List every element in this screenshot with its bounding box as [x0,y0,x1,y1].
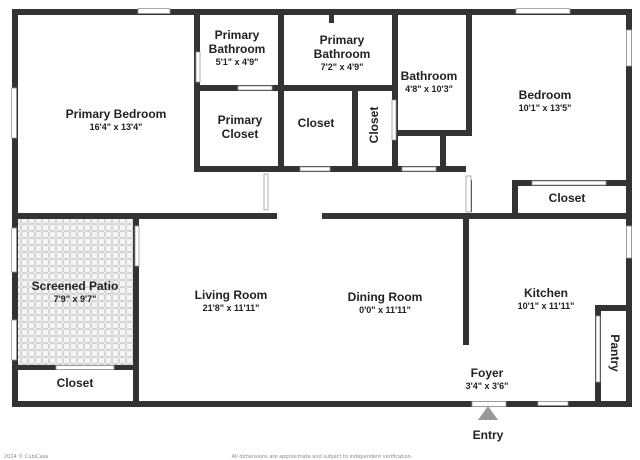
door-patio [134,225,140,267]
primary-closet-label: Primary [218,113,263,127]
screened-patio-dim: 7'9" x 9'7" [54,294,97,304]
door-patio-closet [55,365,115,370]
window-right-1 [626,29,632,67]
kitchen-label: Kitchen [524,286,568,300]
foyer-dim: 3'4" x 3'6" [466,381,509,391]
footer-disclaimer: All dimensions are approximate and subje… [232,454,413,460]
window-patio-1 [11,227,17,273]
window-bottom-kitchen [537,401,569,406]
door-primary-closet [237,85,273,91]
window-top-left [137,8,171,14]
window-patio-2 [11,319,17,361]
door-bedroom [465,175,472,213]
bedroom-label: Bedroom [519,88,572,102]
door-closet-center [299,166,331,172]
dining-room-label: Dining Room [348,290,423,304]
door-primary-bath [195,51,201,83]
patio-closet-label: Closet [57,376,94,390]
living-room-label: Living Room [195,288,268,302]
primary-bathroom-1-label-2: Bathroom [209,42,266,56]
entry-label: Entry [473,428,504,442]
window-right-2 [626,225,632,259]
window-left-bedroom [11,87,17,139]
entry-arrow-icon [478,406,498,420]
screened-patio-label: Screened Patio [32,279,119,293]
door-primary-bedroom [263,173,269,211]
foyer-label: Foyer [471,366,504,380]
patio-floor [18,218,136,366]
bedroom-dim: 10'1" x 13'5" [519,103,572,113]
kitchen-dim: 10'1" x 11'11" [518,301,575,311]
primary-bedroom-label: Primary Bedroom [66,107,167,121]
primary-bathroom-2-label-2: Bathroom [314,47,371,61]
bathroom-label: Bathroom [401,69,458,83]
door-bedroom-closet [531,180,607,186]
primary-bathroom-2-dim: 7'2" x 4'9" [321,62,364,72]
footer-copyright: 2024 © CubiCasa [4,453,48,460]
pantry-label: Pantry [608,334,622,372]
primary-bathroom-2-label: Primary [320,33,365,47]
door-pantry [595,315,601,383]
openings [11,8,632,407]
door-bathroom [401,166,437,172]
living-room-dim: 21'8" x 11'11" [203,303,260,313]
bedroom-closet-label: Closet [549,191,586,205]
closet-center-label: Closet [298,116,335,130]
door-bathroom-side [391,99,397,141]
primary-closet-label-2: Closet [222,127,259,141]
closet-vertical-label: Closet [367,107,381,144]
bathroom-dim: 4'8" x 10'3" [405,84,453,94]
window-top-right [515,8,571,14]
dining-room-dim: 0'0" x 11'11" [359,305,411,315]
primary-bathroom-1-dim: 5'1" x 4'9" [216,57,259,67]
primary-bedroom-dim: 16'4" x 13'4" [90,122,143,132]
primary-bathroom-1-label: Primary [215,28,260,42]
entry-door-gap [471,401,507,407]
